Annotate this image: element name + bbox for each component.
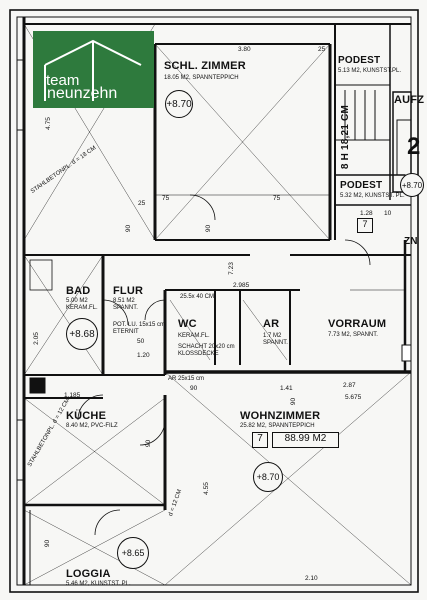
dim-label: 2.87	[343, 382, 356, 389]
kitchen-chimney	[29, 377, 46, 394]
dim-label: 90	[290, 397, 298, 406]
storage-dims-note: AR 25x15 cm	[168, 376, 205, 382]
vorraum-panel	[401, 344, 412, 362]
podest-mid-desc: 5.32 M2, KUNSTST. PL.	[340, 193, 405, 199]
kitchen-diagonal-b	[23, 397, 166, 506]
door-swing-kitchen	[77, 394, 104, 421]
wc-diagonal	[169, 299, 211, 361]
dim-label: 25	[318, 46, 326, 53]
logo-line-1: team	[46, 72, 80, 89]
podest-top-label: PODEST	[338, 55, 381, 66]
elevator-number: 2	[407, 133, 421, 160]
podest-mid-label: PODEST	[340, 180, 383, 191]
outer-wall-line	[9, 9, 419, 593]
dim-label: 10	[384, 210, 392, 217]
dim-label: 90	[125, 224, 133, 233]
dim-label: 50	[137, 338, 145, 345]
living-room-desc: 25.82 M2, SPANNTEPPICH	[240, 423, 315, 429]
bath-level-circle: +8.68	[66, 318, 98, 350]
door-swing-bedroom	[189, 194, 216, 221]
bedroom-label: SCHL. ZIMMER	[164, 60, 246, 72]
loggia-level-circle: +8.65	[117, 537, 149, 569]
kitchen-desc: 8.40 M2, PVC-FILZ	[66, 423, 118, 429]
dim-label: 2.985	[233, 282, 250, 289]
dim-label: 2.10	[305, 575, 318, 582]
dim-label: 4.55	[202, 482, 210, 495]
dim-label: 7.23	[227, 262, 235, 275]
zn-label: ZN	[404, 236, 418, 247]
inner-wall-line	[16, 16, 412, 586]
dim-label: 1.20	[137, 352, 150, 359]
podest-top-desc: 5.13 M2, KUNSTST.PL.	[338, 68, 402, 74]
bedroom-diagonal-b	[154, 43, 331, 241]
logo-roof-icon	[44, 39, 142, 101]
door-swing-entry	[344, 239, 371, 266]
door-swing-bath	[102, 299, 129, 326]
storage-label: AR	[263, 318, 280, 330]
kitchen-label: KÜCHE	[66, 410, 107, 422]
hall-dims-note: 25.5x 40 CM	[180, 294, 215, 300]
dim-label: 3.80	[238, 46, 251, 53]
hall-desc: 8.51 M2 SPANNT.	[113, 298, 138, 311]
dim-label: 1.41	[280, 385, 293, 392]
podest-level-circle: +8.70	[400, 173, 424, 197]
dim-label: 2.05	[32, 332, 40, 345]
door-tag-7: 7	[357, 218, 373, 233]
hall-extra: POT. LU. 15x15 cm ETERNIT	[113, 322, 166, 335]
dim-label: 90	[44, 539, 52, 548]
dim-label: 75	[162, 195, 170, 202]
door-swing-living	[139, 419, 166, 446]
dim-label: 5.675	[345, 394, 362, 401]
dim-label: 1.185	[64, 392, 81, 399]
elevator-label: AUFZ	[394, 94, 425, 106]
wc-extra: SCHACHT 20x20 cm KLOSSDECKE	[178, 344, 235, 357]
dim-label: 90	[145, 439, 153, 448]
unit-area-box: 88.99 M2	[272, 432, 339, 448]
team-neunzehn-logo: team neunzehn	[33, 31, 154, 108]
ar-diagonal	[242, 299, 288, 361]
dim-label: 25	[138, 200, 146, 207]
living-diagonal-b	[164, 371, 412, 586]
logo-line-2: neunzehn	[47, 85, 118, 102]
wc-label: WC	[178, 318, 197, 330]
living-level-circle: +8.70	[253, 462, 283, 492]
loggia-desc: 5.46 M2, KUNSTST. PL.	[66, 581, 131, 587]
living-room-label: WOHNZIMMER	[240, 410, 321, 422]
storage-desc: 1.7 M2 SPANNT.	[263, 333, 288, 346]
unit-number-box: 7	[252, 432, 268, 448]
door-swing-flur	[144, 299, 166, 321]
bath-diagonal-b	[23, 254, 104, 376]
stair-label: 8 H 18,21 CM	[340, 105, 351, 170]
loggia-label: LOGGIA	[66, 568, 111, 580]
vestibule-label: VORRAUM	[328, 318, 387, 330]
hall-label: FLUR	[113, 285, 144, 297]
vestibule-desc: 7.73 M2, SPANNT.	[328, 332, 378, 338]
dim-label: 75	[273, 195, 281, 202]
dim-label: 4.75	[44, 117, 52, 130]
bedroom-desc: 18.05 M2, SPANNTEPPICH	[164, 75, 239, 81]
bath-desc: 5.00 M2 KERAM.FL.	[66, 298, 98, 311]
dim-label: 90	[205, 224, 213, 233]
loggia-diagonal-b	[23, 509, 166, 586]
wc-desc: KERAM.FL.	[178, 333, 210, 339]
bath-tub	[29, 259, 53, 291]
bath-label: BAD	[66, 285, 91, 297]
bedroom-level-circle: +8.70	[165, 90, 193, 118]
dim-label: 90	[190, 385, 198, 392]
door-swing-loggia	[94, 509, 121, 536]
dim-label: 1.28	[360, 210, 373, 217]
